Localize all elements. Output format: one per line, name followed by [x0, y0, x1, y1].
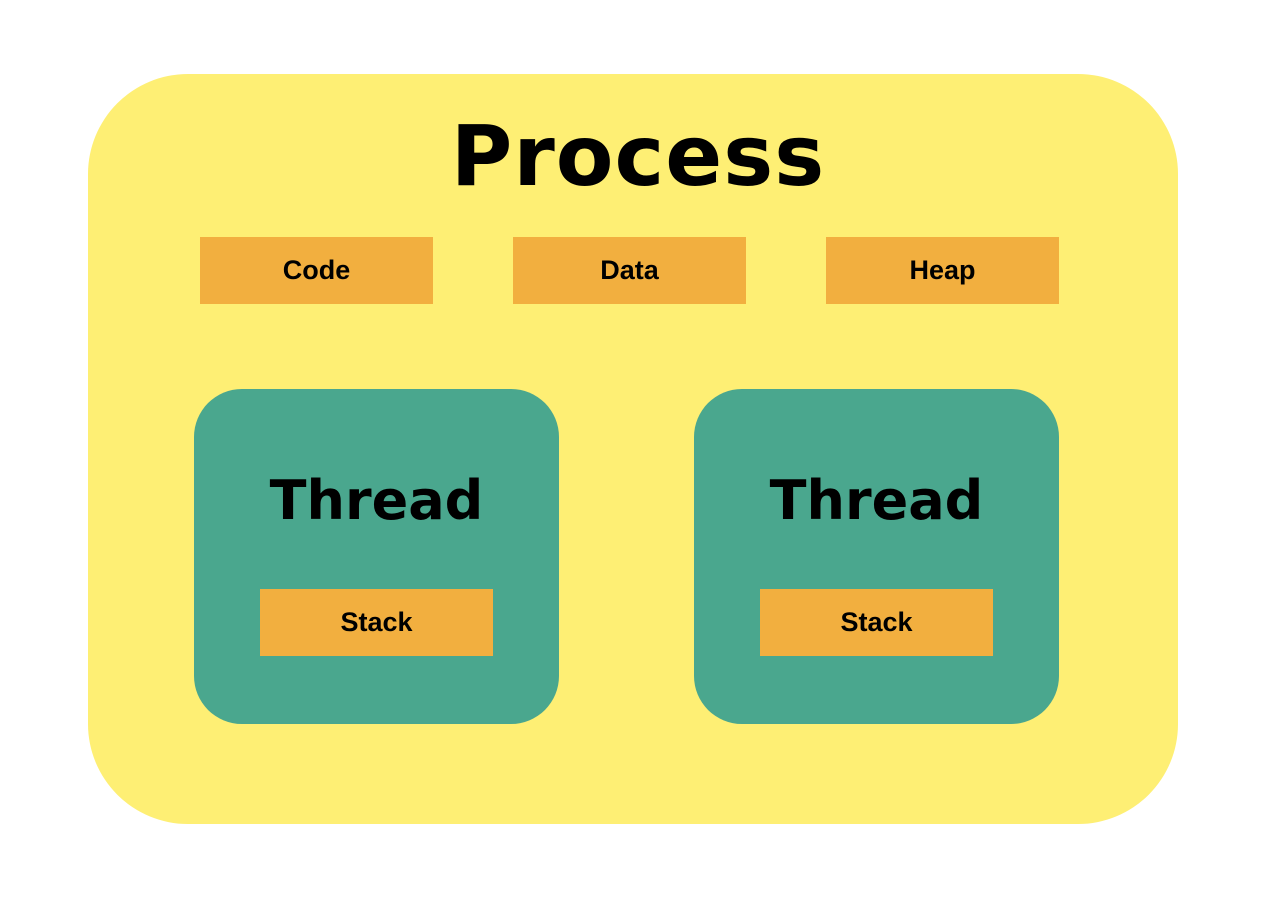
thread-title-1: Thread — [269, 469, 484, 532]
stack-segment-2: Stack — [760, 589, 993, 656]
stack-segment-1: Stack — [260, 589, 493, 656]
thread-box-2 — [694, 389, 1059, 724]
thread-title-2: Thread — [769, 469, 984, 532]
data-segment: Data — [513, 237, 746, 304]
code-segment: Code — [200, 237, 433, 304]
process-title: Process — [450, 107, 826, 205]
thread-box-1 — [194, 389, 559, 724]
heap-segment: Heap — [826, 237, 1059, 304]
